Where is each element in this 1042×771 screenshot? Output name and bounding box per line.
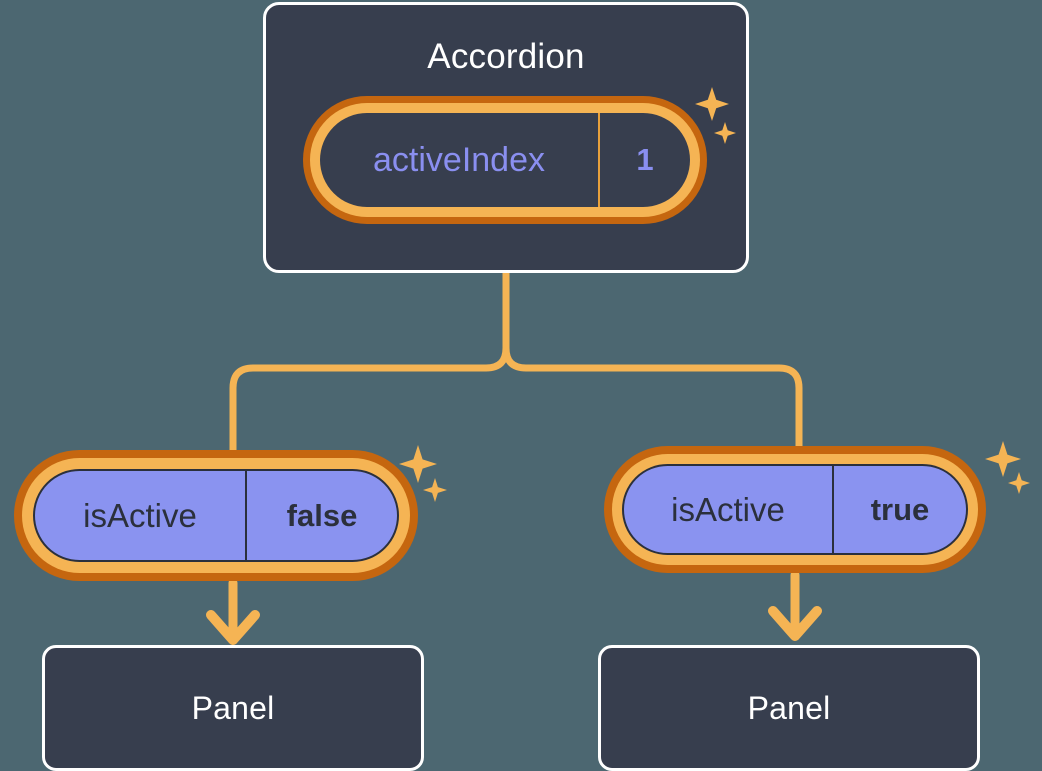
sparkle-four-point-small-icon	[423, 478, 447, 502]
pill-body: isActive true	[622, 464, 968, 555]
pill-body: activeIndex 1	[320, 113, 690, 207]
state-value-label: false	[286, 497, 358, 533]
component-card-panel-right[interactable]: Panel	[598, 645, 980, 771]
state-key-label: isActive	[35, 471, 247, 560]
component-title-panel-left: Panel	[191, 690, 275, 726]
pill-body: isActive false	[33, 469, 399, 562]
connector-branch-right	[502, 344, 803, 452]
state-key-label: isActive	[624, 466, 834, 553]
arrow-down-left	[206, 578, 260, 645]
state-key-label: activeIndex	[320, 113, 600, 207]
component-card-panel-left[interactable]: Panel	[42, 645, 424, 771]
arrow-down-right	[768, 570, 822, 641]
state-value-label: true	[870, 491, 930, 527]
connector-branch-left	[229, 344, 510, 456]
sparkle-four-point-small-icon	[1008, 472, 1030, 494]
sparkle-four-point-icon	[985, 441, 1021, 477]
state-value-label: 1	[636, 142, 654, 177]
component-title-panel-right: Panel	[747, 690, 831, 726]
component-title-accordion: Accordion	[427, 37, 585, 76]
